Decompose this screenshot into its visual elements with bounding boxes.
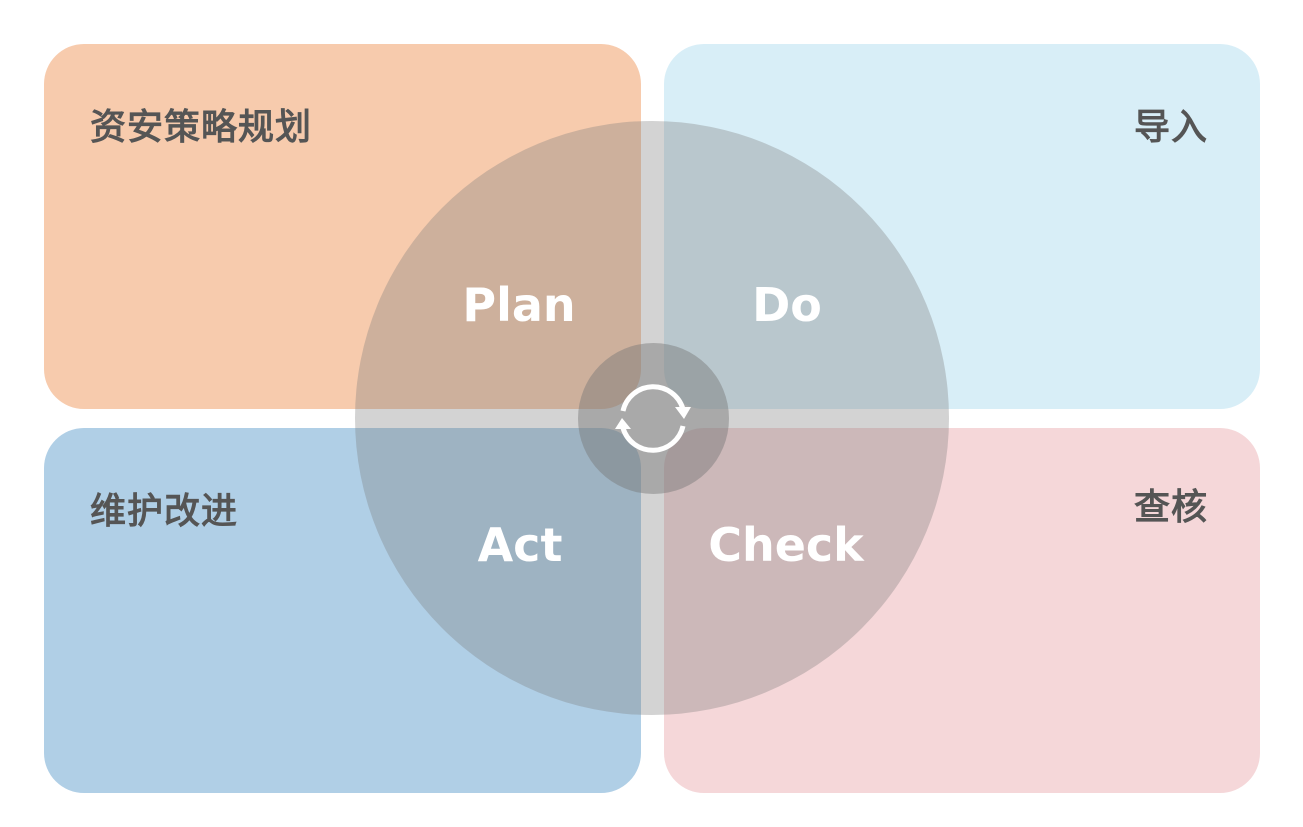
quadrant-label-do: 导入 <box>1133 107 1208 148</box>
quadrant-label-check: 查核 <box>1133 487 1208 528</box>
quadrant-do <box>664 44 1260 409</box>
quadrant-label-act: 维护改进 <box>90 491 239 532</box>
pdca-circle <box>355 121 949 715</box>
quadrant-plan <box>44 44 641 409</box>
phase-check: Check <box>708 518 864 572</box>
phase-plan: Plan <box>462 278 576 332</box>
phase-do: Do <box>752 278 822 332</box>
quadrant-check <box>664 428 1260 793</box>
quadrant-label-plan: 资安策略规划 <box>90 107 313 148</box>
phase-act: Act <box>477 518 563 572</box>
quadrant-act <box>44 428 641 793</box>
center-circle <box>578 343 729 494</box>
refresh-cycle-icon <box>615 384 691 453</box>
